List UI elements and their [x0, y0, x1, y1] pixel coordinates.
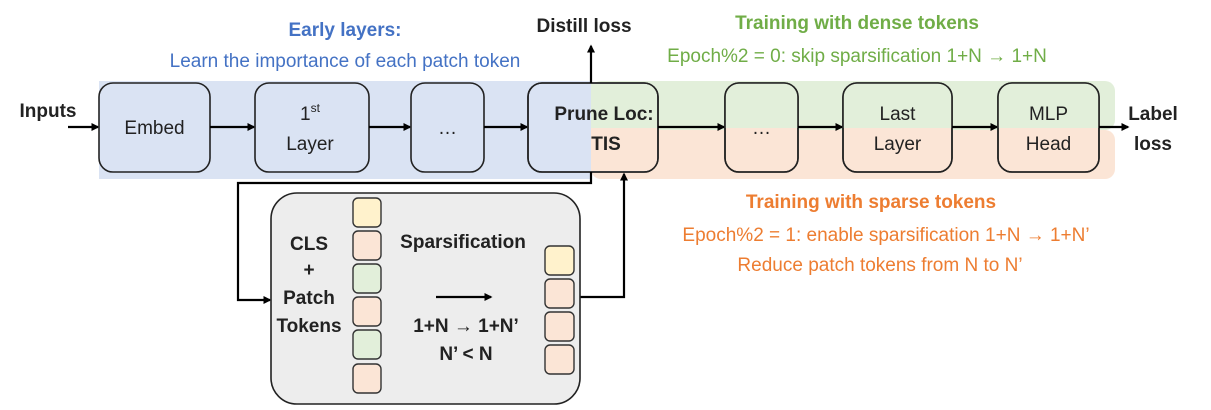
token — [544, 278, 575, 309]
early-layers-subtitle: Learn the importance of each patch token — [170, 51, 521, 72]
to-sparsification-connector — [236, 172, 593, 304]
mlp-head-label-2: Head — [1026, 134, 1071, 155]
label-loss-line1: Label — [1128, 104, 1178, 125]
last-layer-label-1: Last — [880, 104, 917, 125]
token — [352, 329, 382, 360]
token-cls — [544, 245, 575, 276]
from-sparsification-connector — [580, 172, 628, 299]
prune-loc-green-half — [591, 84, 657, 128]
ellipsis-late-label: … — [752, 118, 771, 139]
sparse-line1: Epoch%2 = 1: enable sparsification 1+N →… — [682, 225, 1089, 246]
sparse-title: Training with sparse tokens — [746, 192, 996, 213]
token — [352, 230, 382, 261]
first-layer-ordinal: 1st — [300, 101, 321, 125]
input-token-column — [352, 197, 382, 394]
dense-title: Training with dense tokens — [735, 13, 979, 34]
cls-label-4: Tokens — [276, 316, 341, 337]
prune-loc-orange-half — [591, 128, 657, 171]
sparsification-title: Sparsification — [400, 232, 526, 253]
ellipsis-early-label: … — [438, 118, 457, 139]
early-layers-title: Early layers: — [288, 20, 401, 41]
distill-loss-label: Distill loss — [536, 16, 631, 37]
prune-loc-tis: TIS — [591, 134, 621, 155]
dense-subtitle: Epoch%2 = 0: skip sparsification 1+N → 1… — [667, 46, 1047, 67]
token — [544, 344, 575, 375]
token — [352, 296, 382, 327]
token — [544, 311, 575, 342]
label-loss-line2: loss — [1134, 134, 1172, 155]
sparsification-constraint: N’ < N — [439, 344, 492, 365]
sparsification-formula: 1+N → 1+N’ — [413, 316, 519, 337]
sparsification-panel — [270, 192, 581, 405]
first-layer-block — [254, 82, 370, 173]
inputs-label: Inputs — [20, 101, 77, 122]
cls-label-2: + — [303, 260, 314, 281]
cls-label-3: Patch — [283, 288, 335, 309]
first-layer-label: Layer — [286, 134, 334, 155]
embed-label: Embed — [124, 118, 184, 139]
sparse-line2: Reduce patch tokens from N to N’ — [737, 255, 1022, 276]
token-cls — [352, 197, 382, 228]
last-layer-label-2: Layer — [874, 134, 922, 155]
output-token-column — [544, 245, 575, 375]
cls-label-1: CLS — [290, 234, 328, 255]
prune-loc-title: Prune Loc: — [554, 104, 653, 125]
token — [352, 263, 382, 294]
token — [352, 363, 382, 394]
mlp-head-label-1: MLP — [1029, 104, 1068, 125]
